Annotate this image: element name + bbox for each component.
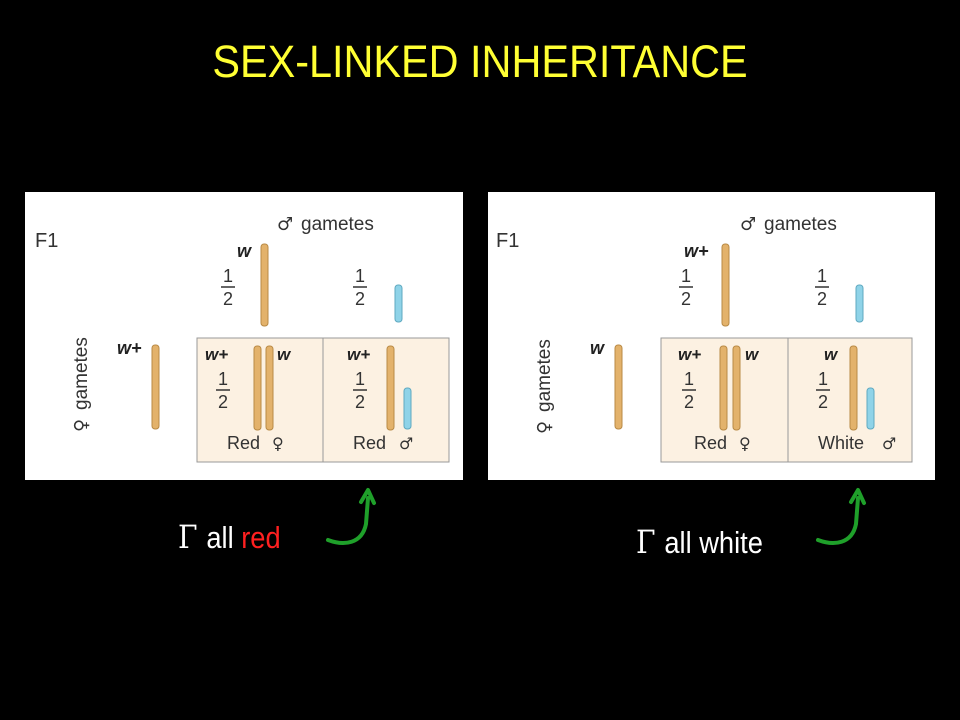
prob-denominator: 2 (218, 392, 228, 412)
x-chromosome (614, 344, 623, 430)
male-symbol-icon: ♂ (740, 214, 756, 235)
generation-label: F1 (496, 230, 519, 252)
prob-denominator: 2 (355, 392, 365, 412)
prob-numerator: 1 (681, 266, 691, 286)
cell-allele: w (824, 345, 839, 364)
female-allele-label: w (590, 338, 605, 358)
male-symbol-icon: ♂ (277, 214, 293, 235)
prob-numerator: 1 (223, 266, 233, 286)
female-gametes-label: gametes (534, 339, 555, 412)
prob-denominator: 2 (355, 289, 365, 309)
prob-denominator: 2 (818, 392, 828, 412)
gamma-symbol: Γ (178, 518, 198, 556)
punnett-panel-right: F1 ♂ gametes ♀ gametes w+ 1 2 1 2 w w+ w… (488, 192, 935, 480)
cell-phenotype: Red (353, 433, 386, 453)
x-chromosome (732, 345, 741, 431)
x-chromosome (719, 345, 728, 431)
male-symbol-icon: ♂ (399, 434, 413, 453)
prob-numerator: 1 (817, 266, 827, 286)
y-chromosome (866, 387, 875, 430)
prob-numerator: 1 (355, 266, 365, 286)
female-symbol-icon: ♀ (71, 419, 92, 432)
x-chromosome (265, 345, 274, 431)
male-allele-label: w (237, 241, 252, 261)
y-chromosome (394, 284, 403, 323)
prob-denominator: 2 (681, 289, 691, 309)
female-symbol-icon: ♀ (739, 434, 751, 453)
female-allele-label: w+ (117, 338, 142, 358)
generation-label: F1 (35, 230, 58, 252)
slide-title: SEX-LINKED INHERITANCE (212, 36, 748, 87)
x-chromosome (151, 344, 160, 430)
male-allele-label: w+ (684, 241, 709, 261)
x-chromosome (721, 243, 730, 327)
x-chromosome (260, 243, 269, 327)
caption-text: all white (664, 525, 763, 560)
cell-phenotype: Red (227, 433, 260, 453)
x-chromosome (253, 345, 262, 431)
prob-denominator: 2 (684, 392, 694, 412)
cell-allele: w+ (678, 345, 701, 364)
male-symbol-icon: ♂ (882, 434, 896, 453)
prob-numerator: 1 (684, 369, 694, 389)
gamma-symbol: Γ (636, 523, 656, 561)
caption-emphasis: red (241, 520, 281, 555)
prob-denominator: 2 (223, 289, 233, 309)
female-symbol-icon: ♀ (272, 434, 284, 453)
female-symbol-icon: ♀ (534, 421, 555, 434)
male-gametes-label: gametes (764, 214, 837, 235)
cell-phenotype: White (818, 433, 864, 453)
x-chromosome (849, 345, 858, 431)
cell-phenotype: Red (694, 433, 727, 453)
prob-denominator: 2 (817, 289, 827, 309)
cell-allele: w+ (347, 345, 370, 364)
punnett-panel-left: F1 ♂ gametes ♀ gametes w 1 2 1 2 w+ w+ w… (25, 192, 463, 480)
cell-allele: w+ (205, 345, 228, 364)
caption-prefix: all (206, 520, 234, 555)
curved-arrow-icon (326, 488, 376, 545)
female-gametes-label: gametes (71, 337, 92, 410)
cell-allele: w (745, 345, 760, 364)
cell-allele: w (277, 345, 292, 364)
curved-arrow-icon (816, 488, 866, 545)
y-chromosome (855, 284, 864, 323)
male-gametes-label: gametes (301, 214, 374, 235)
prob-numerator: 1 (218, 369, 228, 389)
y-chromosome (403, 387, 412, 430)
x-chromosome (386, 345, 395, 431)
prob-numerator: 1 (355, 369, 365, 389)
punnett-cell (322, 337, 450, 463)
prob-numerator: 1 (818, 369, 828, 389)
